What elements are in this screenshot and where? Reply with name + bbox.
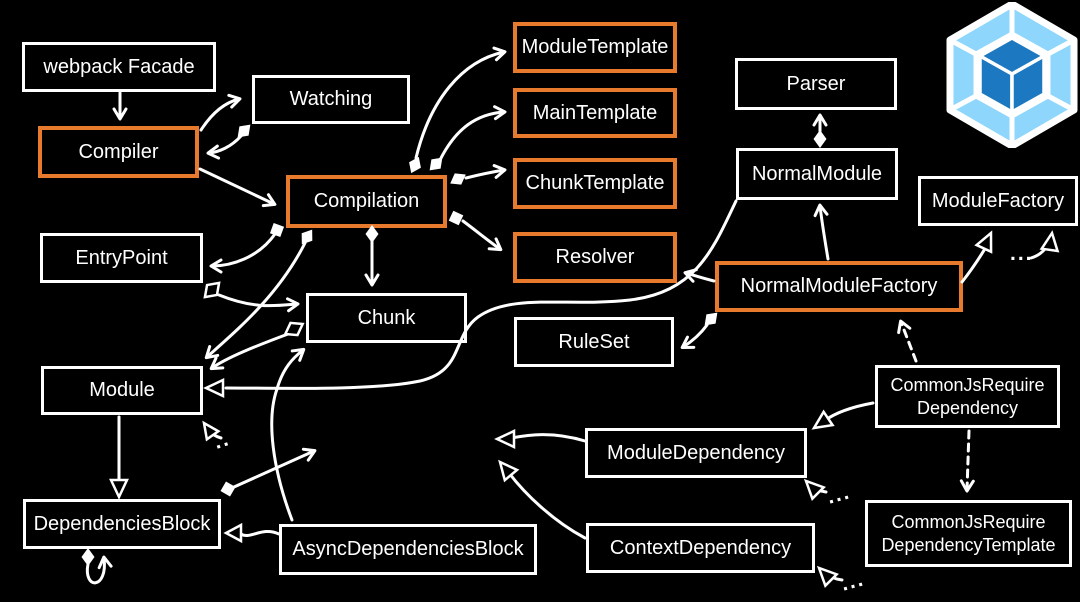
webpack-logo-shape: [946, 2, 1078, 148]
ellipsis-more-module-factories: ...: [1010, 242, 1034, 265]
node-context-dependency: ContextDependency: [586, 523, 815, 573]
node-async-dependencies-block: AsyncDependenciesBlock: [279, 524, 537, 575]
node-resolver: Resolver: [513, 232, 677, 283]
node-normal-module-factory: NormalModuleFactory: [715, 261, 963, 312]
node-rule-set: RuleSet: [514, 317, 674, 367]
node-parser: Parser: [735, 58, 897, 110]
node-webpack-facade: webpack Facade: [22, 42, 216, 92]
node-main-template: MainTemplate: [513, 88, 677, 138]
node-module-template: ModuleTemplate: [513, 22, 677, 73]
node-commonjs-require-dependency-template: CommonJsRequire DependencyTemplate: [865, 500, 1072, 567]
webpack-logo: [946, 2, 1078, 148]
node-entry-point: EntryPoint: [40, 233, 203, 283]
relationship-lines: [85, 46, 1052, 585]
node-chunk-template: ChunkTemplate: [513, 158, 677, 209]
ellipsis-more-module-dependencies: ...: [824, 480, 854, 509]
node-watching: Watching: [252, 75, 410, 124]
node-chunk: Chunk: [306, 293, 467, 343]
node-dependencies-block: DependenciesBlock: [23, 499, 221, 549]
node-normal-module: NormalModule: [736, 148, 898, 200]
inheritance-triangles: [109, 230, 1060, 588]
node-commonjs-require-dependency: CommonJsRequire Dependency: [875, 365, 1060, 428]
node-compilation: Compilation: [286, 175, 447, 228]
node-module: Module: [41, 366, 203, 415]
ellipsis-more-context-dependencies: ...: [838, 567, 868, 596]
aggregation-diamonds: [81, 124, 827, 566]
node-module-dependency: ModuleDependency: [585, 428, 807, 478]
node-compiler: Compiler: [38, 126, 199, 178]
node-module-factory: ModuleFactory: [918, 176, 1078, 226]
